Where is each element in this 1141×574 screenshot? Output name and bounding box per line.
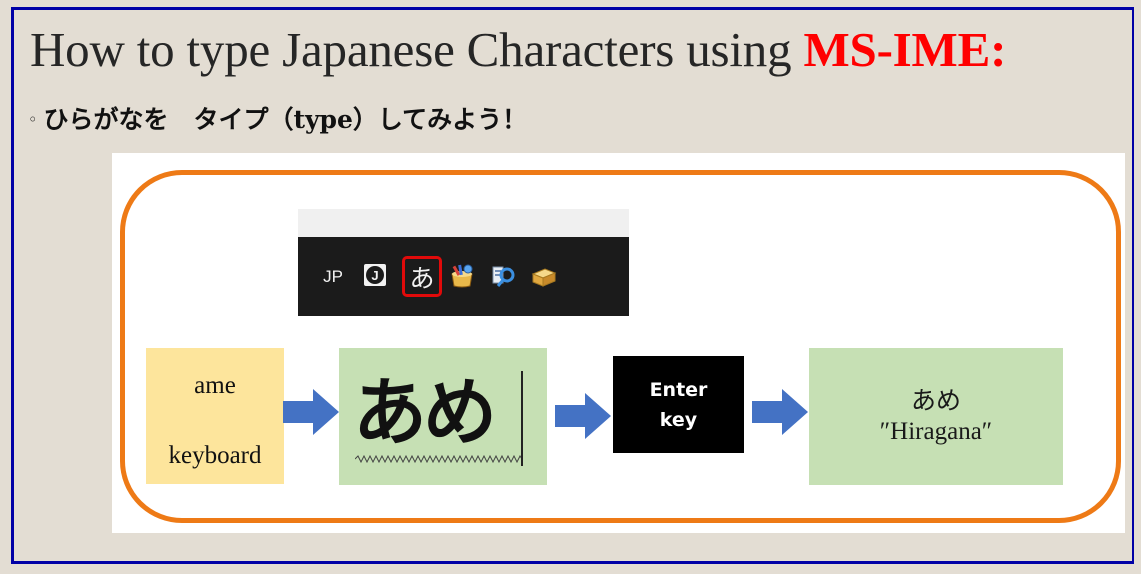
arrow-right-icon (283, 389, 339, 435)
language-indicator[interactable]: JP (323, 266, 343, 286)
slide-title: How to type Japanese Characters using MS… (30, 20, 1006, 80)
bullet-icon: ◦ (28, 110, 38, 129)
enter-key-label: Enter (649, 378, 708, 401)
hiragana-input-mode-icon[interactable]: あ (402, 256, 442, 297)
keyboard-input-box: ame keyboard (146, 348, 284, 484)
text-caret (521, 371, 523, 466)
arrow-right-icon (752, 389, 808, 435)
composition-box: あめ (339, 348, 547, 485)
bullet-instruction: ◦ ひらがなを タイプ（type）してみよう！ (28, 102, 527, 138)
enter-key-sublabel: key (659, 408, 698, 431)
composition-underline (355, 455, 522, 463)
title-text: How to type Japanese Characters using (30, 22, 804, 77)
composing-hiragana: あめ (353, 370, 497, 456)
ime-mode-icon[interactable]: J (364, 264, 386, 286)
orange-rounded-outline (120, 170, 1121, 523)
typed-romaji: ame (194, 372, 236, 399)
title-accent-ms-ime: MS-IME: (803, 22, 1007, 77)
ime-pad-icon[interactable] (449, 264, 475, 288)
dictionary-tool-icon[interactable] (491, 264, 517, 288)
ime-diagram: JP J あ (112, 153, 1125, 533)
keyboard-caption: keyboard (168, 442, 262, 469)
enter-key-box: Enter key (613, 356, 744, 453)
ime-toolbox-icon[interactable] (531, 264, 557, 288)
result-caption: ″Hiragana″ (879, 417, 993, 445)
result-box: あめ ″Hiragana″ (809, 348, 1063, 485)
result-hiragana: あめ (910, 387, 961, 415)
bullet-text: ひらがなを タイプ（type）してみよう！ (43, 105, 528, 134)
taskbar-top-strip (298, 209, 629, 237)
arrow-right-icon (555, 393, 611, 439)
windows-taskbar-ime: JP J あ (298, 237, 629, 316)
